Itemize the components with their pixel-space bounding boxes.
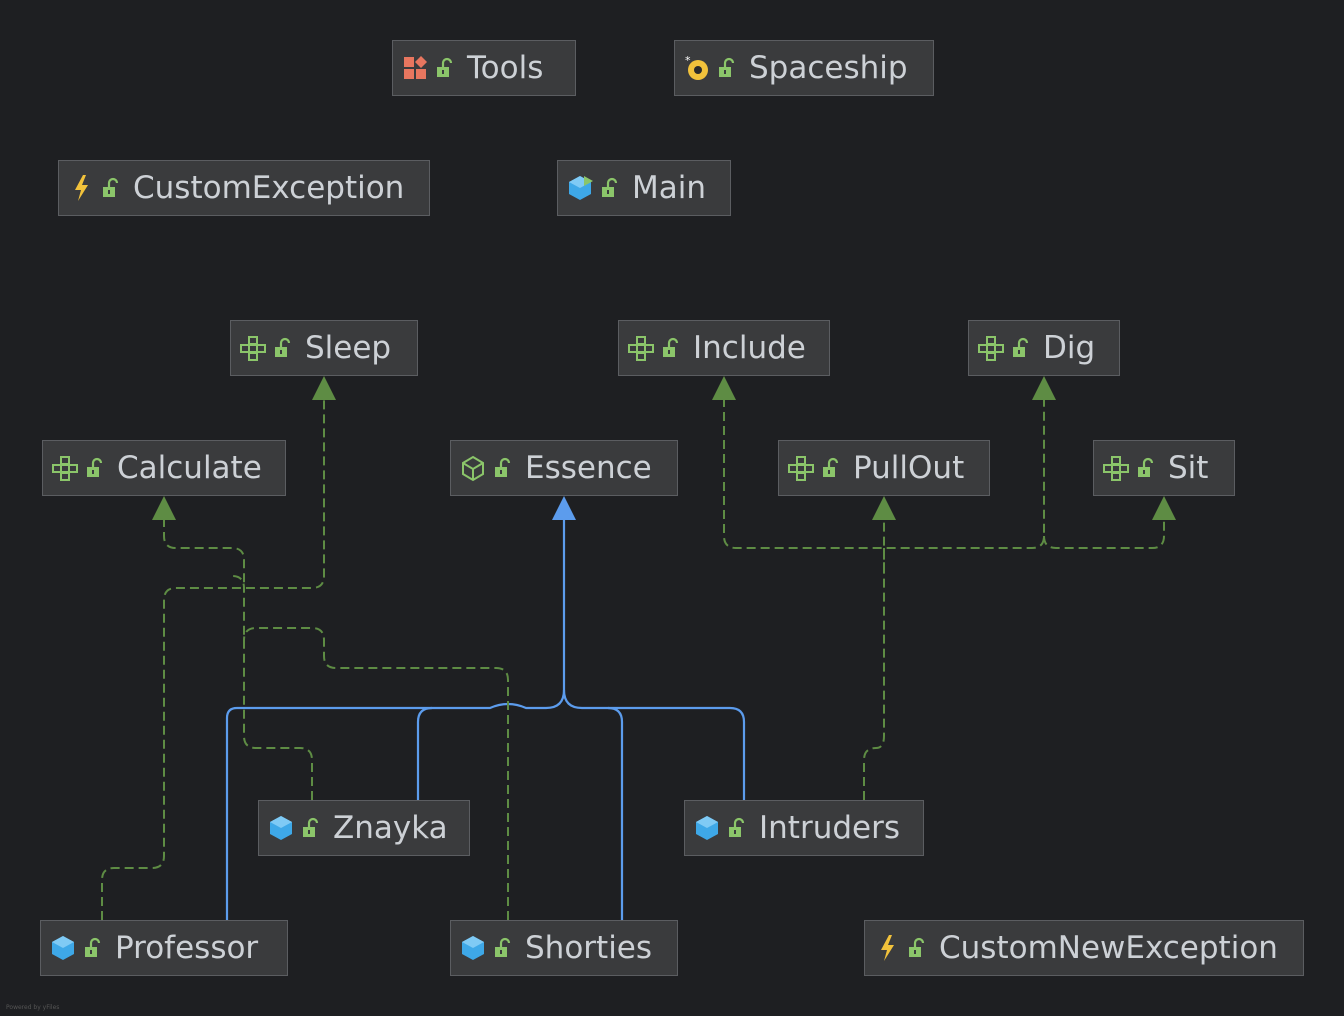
node-tools[interactable]: Tools xyxy=(392,40,576,96)
record-icon: * xyxy=(683,54,711,82)
edge-calculate-down xyxy=(163,518,245,588)
implements-edges xyxy=(101,398,1165,920)
arrowhead-pullout xyxy=(872,496,896,520)
node-spaceship[interactable]: * Spaceship xyxy=(674,40,934,96)
node-pullout[interactable]: PullOut xyxy=(778,440,990,496)
arrowhead-calculate xyxy=(152,496,176,520)
class-icon xyxy=(459,934,487,962)
node-include[interactable]: Include xyxy=(618,320,830,376)
public-lock-icon xyxy=(659,337,681,359)
public-lock-icon xyxy=(715,57,737,79)
edge-intruders-implements-interfaces xyxy=(863,518,885,800)
exception-icon xyxy=(873,934,901,962)
edge-znayka-extends-essence xyxy=(416,706,433,800)
public-lock-icon xyxy=(725,817,747,839)
node-main[interactable]: Main xyxy=(557,160,731,216)
node-professor[interactable]: Professor xyxy=(40,920,288,976)
public-lock-icon xyxy=(491,937,513,959)
node-znayka[interactable]: Znayka xyxy=(258,800,470,856)
class-icon xyxy=(693,814,721,842)
node-label: Spaceship xyxy=(749,50,908,86)
node-label: PullOut xyxy=(853,450,965,486)
node-label: Calculate xyxy=(117,450,262,486)
node-essence[interactable]: Essence xyxy=(450,440,678,496)
exception-icon xyxy=(67,174,95,202)
node-label: CustomException xyxy=(133,170,405,206)
node-label: Shorties xyxy=(525,930,653,966)
arrowhead-sit xyxy=(1152,496,1176,520)
node-sit[interactable]: Sit xyxy=(1093,440,1235,496)
node-shorties[interactable]: Shorties xyxy=(450,920,678,976)
public-lock-icon xyxy=(819,457,841,479)
interface-icon xyxy=(977,334,1005,362)
essence-arrowhead xyxy=(552,496,576,520)
public-lock-icon xyxy=(299,817,321,839)
node-label: Intruders xyxy=(759,810,900,846)
public-lock-icon xyxy=(271,337,293,359)
node-label: Essence xyxy=(525,450,652,486)
node-intruders[interactable]: Intruders xyxy=(684,800,924,856)
public-lock-icon xyxy=(99,177,121,199)
arrowhead-dig xyxy=(1032,376,1056,400)
node-dig[interactable]: Dig xyxy=(968,320,1120,376)
interface-icon xyxy=(627,334,655,362)
interface-icon xyxy=(787,454,815,482)
main-class-icon xyxy=(566,174,594,202)
edge-shorties-implements-sleep xyxy=(243,627,509,920)
public-lock-icon xyxy=(905,937,927,959)
public-lock-icon xyxy=(1134,457,1156,479)
node-label: Sleep xyxy=(305,330,392,366)
node-label: Znayka xyxy=(333,810,448,846)
edge-professor-implements-calculate xyxy=(101,398,325,920)
edge-intruders-extends-essence xyxy=(608,706,746,800)
node-calculate[interactable]: Calculate xyxy=(42,440,286,496)
edge-shorties-extends-essence xyxy=(562,689,624,920)
enum-icon xyxy=(401,54,429,82)
abstract-class-icon xyxy=(459,454,487,482)
edge-znayka-implements-calculate xyxy=(231,575,313,800)
interface-icon xyxy=(239,334,267,362)
class-icon xyxy=(267,814,295,842)
svg-text:*: * xyxy=(685,54,691,67)
footer-watermark: Powered by yFiles xyxy=(6,1004,60,1011)
extends-edges xyxy=(225,518,746,920)
implements-arrowheads xyxy=(152,376,1176,520)
node-label: Professor xyxy=(115,930,259,966)
edge-professor-extends-essence xyxy=(225,702,546,920)
public-lock-icon xyxy=(83,457,105,479)
public-lock-icon xyxy=(433,57,455,79)
arrowhead-sleep xyxy=(312,376,336,400)
node-label: CustomNewException xyxy=(939,930,1278,966)
public-lock-icon xyxy=(598,177,620,199)
node-customnewexception[interactable]: CustomNewException xyxy=(864,920,1304,976)
node-label: Main xyxy=(632,170,707,206)
node-label: Include xyxy=(693,330,806,366)
public-lock-icon xyxy=(491,457,513,479)
node-label: Dig xyxy=(1043,330,1096,366)
arrowhead-include xyxy=(712,376,736,400)
node-sleep[interactable]: Sleep xyxy=(230,320,418,376)
public-lock-icon xyxy=(81,937,103,959)
public-lock-icon xyxy=(1009,337,1031,359)
node-label: Sit xyxy=(1168,450,1209,486)
node-customexception[interactable]: CustomException xyxy=(58,160,430,216)
class-icon xyxy=(49,934,77,962)
node-label: Tools xyxy=(467,50,544,86)
interface-icon xyxy=(51,454,79,482)
edge-intruders-include-dig-sit xyxy=(723,398,1165,568)
interface-icon xyxy=(1102,454,1130,482)
edge-essence-trunk xyxy=(545,518,566,710)
